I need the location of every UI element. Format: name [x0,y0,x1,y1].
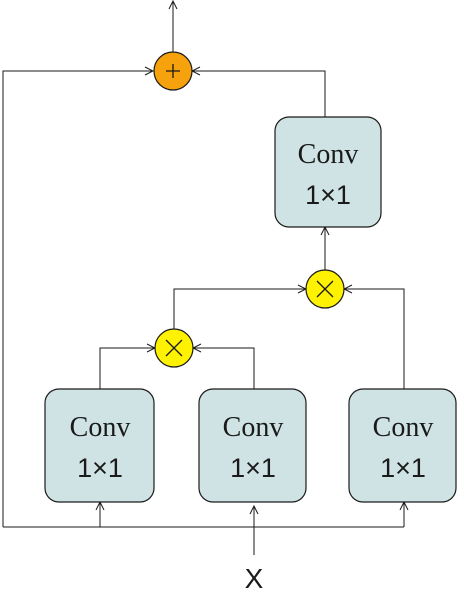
conv-left-box: Conv 1×1 [44,388,155,503]
multiply-operator-bottom [154,328,194,368]
conv-right-title: Conv [373,412,434,443]
conv-top-to-add [192,71,326,117]
conv-middle-to-multiply-bottom [193,348,255,389]
conv-middle-box: Conv 1×1 [198,388,307,503]
connectors [2,1,405,555]
times-icon [165,339,183,357]
conv-middle-size: 1×1 [230,453,276,483]
multiply-bottom-to-multiply-top [173,289,306,329]
input-label: X [245,563,264,594]
add-operator [153,51,193,91]
conv-left-title: Conv [70,412,131,443]
multiply-operator-top [305,269,345,309]
plus-icon [166,64,180,78]
conv-right-size: 1×1 [380,453,426,483]
conv-top-box: Conv 1×1 [274,116,382,228]
conv-right-to-multiply-top [344,289,405,389]
conv-top-title: Conv [298,139,359,170]
conv-right-box: Conv 1×1 [348,388,457,503]
times-icon [316,280,334,298]
conv-left-size: 1×1 [77,453,123,483]
conv-middle-title: Conv [223,412,284,443]
skip-connection [2,71,153,527]
conv-left-to-multiply-bottom [99,348,155,389]
conv-top-size: 1×1 [305,180,351,210]
